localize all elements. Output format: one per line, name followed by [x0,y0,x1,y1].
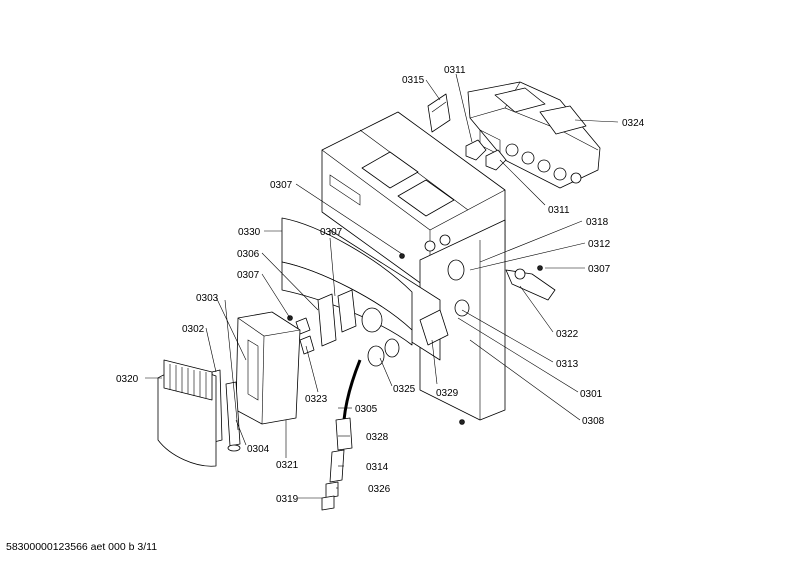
callout-0321: 0321 [276,460,299,471]
callout-0307-left: 0307 [237,270,260,281]
bracket-0315 [427,93,451,133]
callout-0301: 0301 [580,389,603,400]
callout-0303: 0303 [196,293,219,304]
callout-0319: 0319 [276,494,299,505]
callout-0320: 0320 [116,374,139,385]
callout-0324: 0324 [622,118,645,129]
callout-0326: 0326 [368,484,391,495]
hose-assembly [321,359,362,511]
callout-0328: 0328 [366,432,389,443]
callout-0322: 0322 [556,329,579,340]
callout-0325: 0325 [393,384,416,395]
callout-0329: 0329 [436,388,459,399]
callout-0302: 0302 [182,324,205,335]
callout-0318: 0318 [586,217,609,228]
cover-0320 [157,359,217,467]
callout-0323: 0323 [305,394,328,405]
callout-0311-top: 0311 [444,65,466,76]
control-module-0324 [467,81,601,189]
callout-0312: 0312 [588,239,611,250]
document-id-footer: 58300000123566 aet 000 b 3/11 [6,541,158,553]
callout-0311-bottom: 0311 [548,205,570,216]
callout-0330: 0330 [238,227,261,238]
leader-lines [145,73,619,499]
callout-0305: 0305 [355,404,378,415]
callout-labels: 0315 0311 0324 0311 0307 0318 0330 0307 … [116,65,645,505]
callout-0314: 0314 [366,462,389,473]
callout-0307-right: 0307 [588,264,611,275]
knob-0311 [465,139,507,171]
callout-0307-mid: 0307 [320,227,343,238]
callout-0308: 0308 [582,416,605,427]
callout-0307-top: 0307 [270,180,293,191]
callout-0304: 0304 [247,444,270,455]
callout-0313: 0313 [556,359,579,370]
callout-0315: 0315 [402,75,425,86]
callout-0306: 0306 [237,249,260,260]
drip-frame-0321 [235,311,301,425]
